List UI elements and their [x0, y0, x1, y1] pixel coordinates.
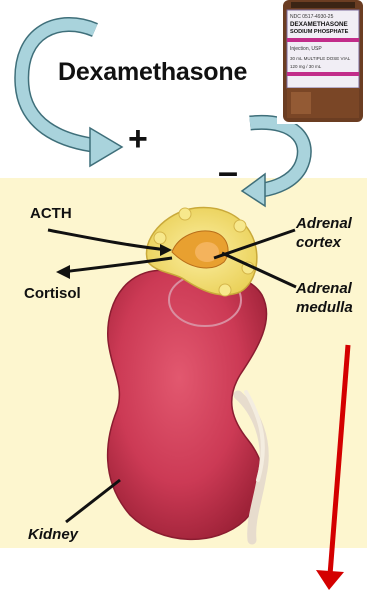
decrease-arrow-icon: [316, 345, 348, 590]
svg-text:NDC 0517-4930-25: NDC 0517-4930-25: [290, 14, 334, 20]
kidney-illustration: [108, 270, 267, 540]
cortisol-label: Cortisol: [24, 285, 81, 302]
adrenal-medulla-label-line2: medulla: [296, 298, 353, 317]
svg-text:120 mg / 30 mL: 120 mg / 30 mL: [290, 64, 322, 69]
inhibition-sign: –: [218, 154, 238, 190]
drug-title: Dexamethasone: [58, 58, 247, 87]
adrenal-cortex-label-line2: cortex: [296, 233, 352, 252]
inhibition-curved-arrow-icon: [242, 122, 304, 206]
stimulation-sign: +: [128, 122, 148, 156]
adrenal-medulla-label-line1: Adrenal: [296, 279, 353, 298]
svg-text:Injection, USP: Injection, USP: [290, 46, 322, 52]
svg-text:SODIUM PHOSPHATE: SODIUM PHOSPHATE: [290, 29, 349, 35]
cortisol-arrowhead-icon: [56, 265, 70, 279]
dexamethasone-vial-image: NDC 0517-4930-25 DEXAMETHASONE SODIUM PH…: [277, 0, 367, 124]
acth-label: ACTH: [30, 205, 72, 222]
adrenal-cortex-label-line1: Adrenal: [296, 214, 352, 233]
kidney-label: Kidney: [28, 526, 78, 543]
svg-text:DEXAMETHASONE: DEXAMETHASONE: [290, 21, 348, 28]
adrenal-cortex-label: Adrenal cortex: [296, 214, 352, 252]
svg-text:30 mL MULTIPLE DOSE VIAL: 30 mL MULTIPLE DOSE VIAL: [290, 56, 351, 61]
stimulation-curved-arrow-icon: [22, 25, 122, 166]
adrenal-medulla-label: Adrenal medulla: [296, 279, 353, 317]
